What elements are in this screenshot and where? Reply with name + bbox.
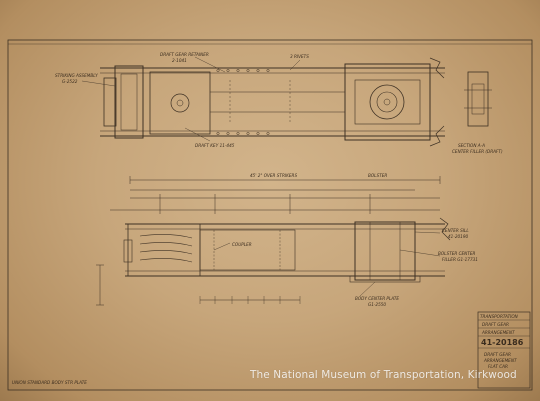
museum-watermark: The National Museum of Transportation, K…: [250, 369, 517, 381]
corner-note: UNION STANDARD BODY STR PLATE: [12, 380, 87, 385]
label-coupler: COUPLER: [232, 242, 252, 247]
title-line-4: DRAFT GEAR: [484, 352, 511, 357]
plan-view: DRAFT GEAR RETAINER 2-1041 STRIKING ASSE…: [55, 52, 503, 154]
title-line-2: DRAFT GEAR: [482, 322, 509, 327]
elevation-view: CENTER SILL 41-20190 BOLSTER CENTER FILL…: [96, 217, 478, 307]
label-draft-key: DRAFT KEY 11-445: [195, 143, 235, 148]
label-draft-gear-retainer: DRAFT GEAR RETAINER: [160, 52, 209, 57]
drawing-number: 41-20186: [481, 338, 524, 347]
title-line-1: TRANSPORTATION: [480, 314, 519, 319]
label-striking-assembly: STRIKING ASSEMBLY: [55, 73, 98, 78]
label-center-filler: CENTER FILLER (DRAFT): [452, 149, 503, 154]
label-center-sill-number: 41-20190: [448, 234, 468, 239]
title-line-6: FLAT CAR: [488, 364, 508, 369]
label-body-center-plate: BODY CENTER PLATE: [355, 296, 399, 301]
label-center-sill: CENTER SILL: [442, 228, 469, 233]
title-line-3: ARRANGEMENT: [481, 330, 515, 335]
label-filler-number: FILLER G1-17731: [442, 257, 478, 262]
label-bolster-center: BOLSTER CENTER: [438, 251, 476, 256]
title-block: TRANSPORTATION DRAFT GEAR ARRANGEMENT 41…: [477, 311, 531, 389]
label-retainer-number: 2-1041: [172, 58, 187, 63]
label-plate-number: G1-2550: [368, 302, 386, 307]
sheet-border: [7, 39, 533, 391]
dimension-lines: 45' 2" OVER STRIKERS BOLSTER: [110, 173, 441, 214]
label-bolster: BOLSTER: [368, 173, 387, 178]
label-rivets: 3 RIVETS: [290, 54, 309, 59]
title-line-5: ARRANGEMENT: [483, 358, 517, 363]
label-over-strikers: 45' 2" OVER STRIKERS: [250, 173, 297, 178]
label-striking-number: G-2522: [62, 79, 78, 84]
label-section: SECTION A-A: [458, 143, 485, 148]
